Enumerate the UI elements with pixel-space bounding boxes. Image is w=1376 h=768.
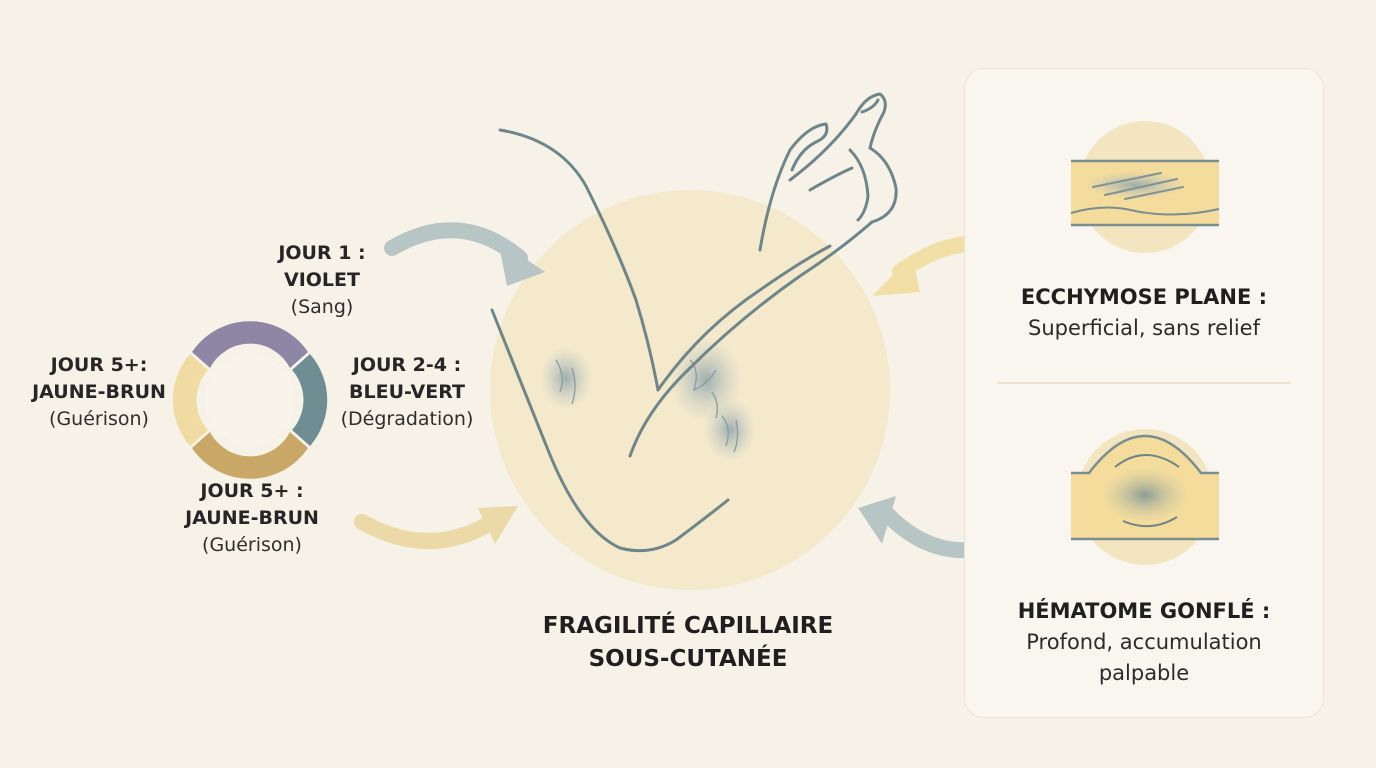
bruise-patch: [540, 346, 592, 410]
day1-color: VIOLET: [284, 269, 360, 291]
hematome-illustration: [1071, 429, 1219, 565]
arrow-top-left: [384, 222, 545, 286]
arrow-bottom-left: [354, 506, 518, 549]
ring-segment-pale-yellow: [172, 354, 208, 446]
day2-4-note: (Dégradation): [340, 408, 474, 430]
day5-left-title: JOUR 5+:: [50, 354, 148, 376]
label-day1: JOUR 1 : VIOLET (Sang): [246, 240, 398, 321]
hematome-desc-line2: palpable: [1098, 661, 1190, 685]
day2-4-color: BLEU-VERT: [349, 381, 465, 403]
label-day2-4: JOUR 2-4 : BLEU-VERT (Dégradation): [332, 352, 482, 433]
bruise-types-panel: ECCHYMOSE PLANE : Superficial, sans reli…: [964, 68, 1324, 718]
color-cycle-ring: [172, 321, 328, 479]
arm-illustration: [490, 92, 898, 553]
bruise-patch: [704, 398, 756, 462]
day5-left-note: (Guérison): [49, 408, 149, 430]
hematome-title: HÉMATOME GONFLÉ :: [1017, 599, 1271, 623]
ring-segment-yellow-brown: [192, 432, 308, 479]
ecchymose-title: ECCHYMOSE PLANE :: [1020, 285, 1268, 309]
ecchymose-illustration: [1070, 121, 1220, 253]
day5-bottom-color: JAUNE-BRUN: [185, 507, 319, 529]
label-day5-left: JOUR 5+: JAUNE-BRUN (Guérison): [24, 352, 174, 433]
hematome-desc-line1: Profond, accumulation: [1026, 630, 1262, 654]
ecchymose-desc: Superficial, sans relief: [1028, 316, 1260, 340]
label-day5-bottom: JOUR 5+ : JAUNE-BRUN (Guérison): [172, 478, 332, 559]
ring-segment-violet: [192, 321, 308, 368]
day1-title: JOUR 1 :: [278, 242, 366, 264]
center-caption: FRAGILITÉ CAPILLAIRE SOUS-CUTANÉE: [488, 610, 888, 676]
bruise-veins: [555, 359, 739, 453]
ring-segment-blue-green: [292, 354, 328, 446]
caption-line1: FRAGILITÉ CAPILLAIRE: [542, 613, 834, 639]
day5-bottom-title: JOUR 5+ :: [200, 480, 304, 502]
panel-illustrations: [997, 121, 1291, 565]
day5-left-color: JAUNE-BRUN: [32, 381, 166, 403]
day5-bottom-note: (Guérison): [202, 534, 302, 556]
day1-note: (Sang): [290, 296, 354, 318]
caption-line2: SOUS-CUTANÉE: [588, 646, 788, 672]
day2-4-title: JOUR 2-4 :: [352, 354, 462, 376]
